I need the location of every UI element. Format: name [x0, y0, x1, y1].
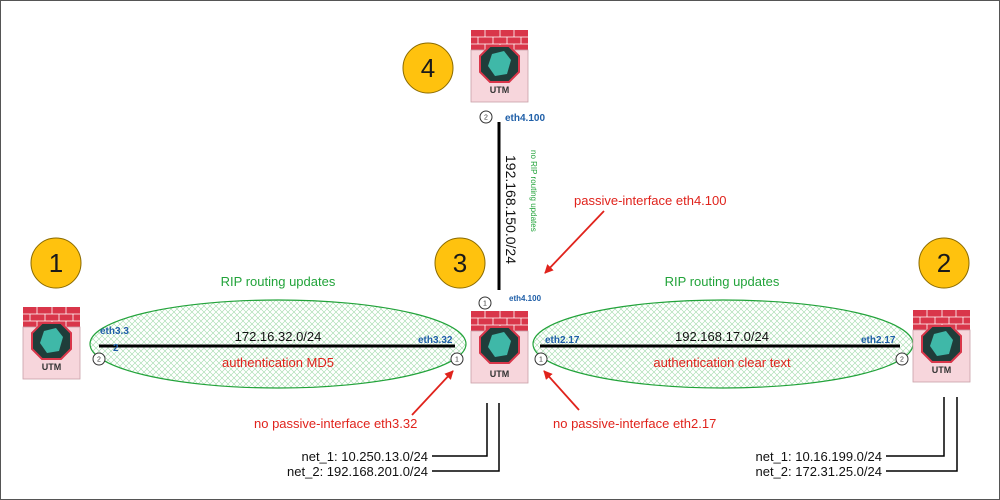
badge-router-1: 1: [30, 237, 82, 289]
rip-zone-right: [532, 299, 914, 389]
no-rip-note: no RIP routing updates: [529, 150, 538, 232]
iface-r3-left: eth3.32: [418, 335, 453, 346]
net-r3-1: net_1: 10.250.13.0/24: [301, 449, 428, 464]
iface-r3-top: eth4.100: [509, 294, 542, 303]
badge-router-2: 2: [918, 237, 970, 289]
callout-no-passive-left: no passive-interface eth3.32: [254, 416, 417, 431]
rip-updates-right: RIP routing updates: [665, 274, 780, 289]
auth-left: authentication MD5: [222, 355, 334, 370]
svg-text:2: 2: [484, 115, 488, 122]
svg-text:UTM: UTM: [490, 85, 510, 95]
iface-r3-right: eth2.17: [545, 335, 580, 346]
rip-updates-left: RIP routing updates: [221, 274, 336, 289]
network-vertical: 192.168.150.0/24: [503, 155, 519, 264]
auth-right: authentication clear text: [653, 355, 791, 370]
port-r3-top: 1: [478, 296, 492, 310]
utm-router-4[interactable]: UTM: [470, 30, 529, 103]
svg-text:UTM: UTM: [490, 369, 510, 379]
iface-r1: eth3.3: [100, 326, 129, 337]
network-left: 172.16.32.0/24: [235, 329, 322, 344]
iface-r2: eth2.17: [861, 335, 896, 346]
svg-text:UTM: UTM: [932, 365, 952, 375]
arrow-passive: [544, 210, 605, 274]
net-line-r3-1: [432, 403, 488, 457]
port-r4: 2: [479, 110, 493, 124]
badge-router-3: 3: [434, 237, 486, 289]
utm-router-2[interactable]: UTM: [912, 310, 971, 383]
iface-r1-sub: 2: [113, 343, 119, 354]
net-r3-2: net_2: 192.168.201.0/24: [287, 464, 428, 479]
callout-passive: passive-interface eth4.100: [574, 193, 726, 208]
svg-text:1: 1: [455, 357, 459, 364]
network-right: 192.168.17.0/24: [675, 329, 769, 344]
callout-no-passive-right: no passive-interface eth2.17: [553, 416, 716, 431]
svg-text:2: 2: [97, 357, 101, 364]
port-r3-right: 1: [534, 352, 548, 366]
rip-zone-left: [89, 299, 467, 389]
svg-text:2: 2: [937, 248, 951, 278]
svg-text:4: 4: [421, 53, 435, 83]
net-line-r2-2: [886, 397, 958, 472]
net-line-r2-1: [886, 397, 945, 457]
net-line-r3-2: [432, 403, 500, 472]
svg-text:UTM: UTM: [42, 362, 62, 372]
net-r2-2: net_2: 172.31.25.0/24: [755, 464, 882, 479]
svg-text:3: 3: [453, 248, 467, 278]
iface-r4: eth4.100: [505, 113, 545, 124]
port-r1: 2: [92, 352, 106, 366]
arrow-no-passive-left: [411, 370, 454, 416]
net-r2-1: net_1: 10.16.199.0/24: [755, 449, 882, 464]
port-r3-left: 1: [450, 352, 464, 366]
arrow-no-passive-right: [543, 370, 580, 411]
port-r2: 2: [895, 352, 909, 366]
svg-text:2: 2: [900, 357, 904, 364]
svg-text:1: 1: [483, 301, 487, 308]
utm-router-1[interactable]: UTM: [22, 307, 81, 380]
svg-text:1: 1: [49, 248, 63, 278]
utm-router-3[interactable]: UTM: [470, 311, 529, 384]
svg-text:1: 1: [539, 357, 543, 364]
badge-router-4: 4: [402, 42, 454, 94]
